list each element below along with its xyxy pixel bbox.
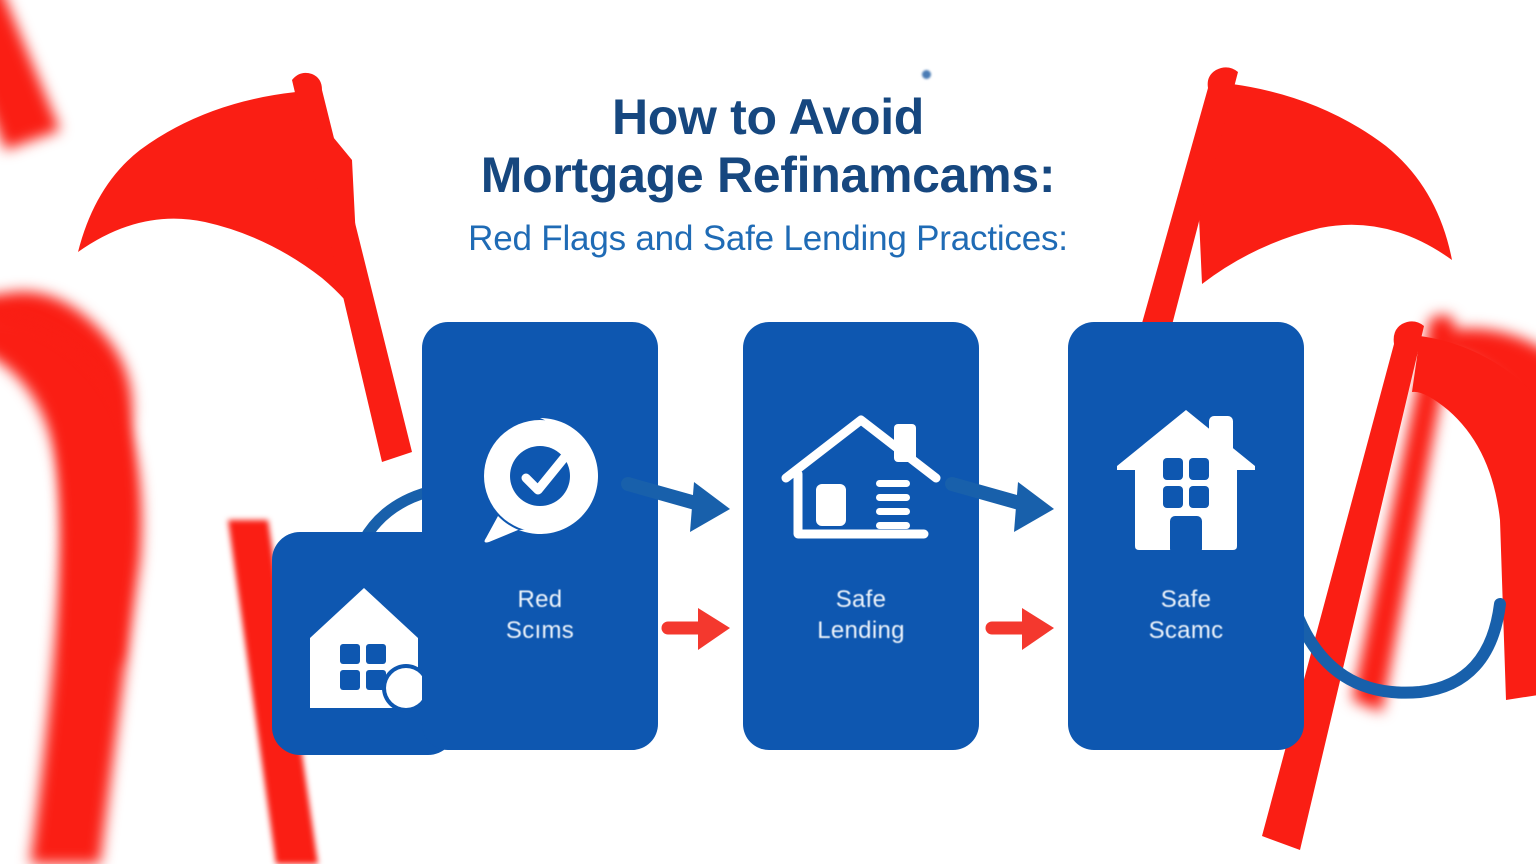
flow-card-red-scams-label-line2: Scıms (505, 617, 575, 644)
title-line-1: How to Avoid (611, 89, 925, 145)
flow-card-safe-scams-label-line1: Safe (1160, 586, 1212, 613)
flow-card-safe-scams-label: Safe Scamc (1068, 584, 1304, 646)
title-line-2: Mortgage Refinamcams: (480, 147, 1056, 203)
title-block: How to Avoid Mortgage Refinamcams: Red F… (0, 88, 1536, 260)
connector-1-red (661, 608, 730, 650)
flow-card-safe-lending-label-line1: Safe (835, 586, 887, 613)
flag-right-edge (1352, 314, 1536, 712)
page-subtitle: Red Flags and Safe Lending Practices: (468, 219, 1068, 258)
flow-card-safe-lending[interactable]: Safe Lending (743, 322, 979, 750)
flag-bottom-left-blur (0, 316, 142, 864)
flow-card-red-scams[interactable]: Red Scıms (422, 322, 658, 750)
arc-right (1290, 598, 1506, 699)
flow-card-red-scams-label: Red Scıms (422, 584, 658, 646)
title-glitch-dot (922, 70, 931, 79)
house-solid-icon (1068, 404, 1304, 554)
speech-bubble-check-icon (422, 410, 658, 550)
house-outline-document-icon (743, 410, 979, 550)
flow-card-safe-lending-label-line2: Lending (817, 617, 905, 644)
flow-card-safe-lending-label: Safe Lending (743, 584, 979, 646)
flow-card-safe-scams-label-line2: Scamc (1148, 617, 1224, 644)
house-magnifier-icon (272, 574, 456, 724)
connector-2-red (985, 608, 1054, 650)
page-title: How to Avoid Mortgage Refinamcams: (0, 88, 1536, 204)
flow-card-red-scams-label-line1: Red (517, 586, 563, 613)
flow-card-safe-scams[interactable]: Safe Scamc (1068, 322, 1304, 750)
